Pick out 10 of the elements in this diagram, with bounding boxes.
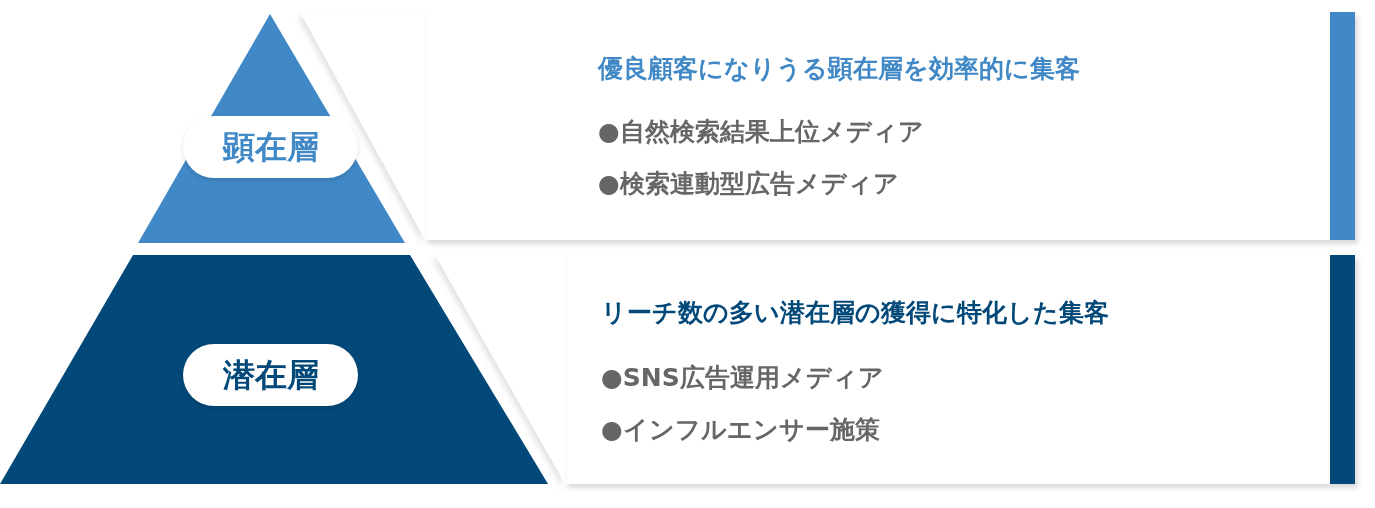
info-card xyxy=(425,12,1355,240)
bullet-item: ●検索連動型広告メディア xyxy=(598,168,899,200)
bullet-item: ●インフルエンサー施策 xyxy=(601,414,880,446)
bullet-item: ●自然検索結果上位メディア xyxy=(598,116,924,148)
tier-label: 顕在層 xyxy=(183,116,358,178)
tier-label: 潜在層 xyxy=(183,344,358,406)
bullet-item: ●SNS広告運用メディア xyxy=(601,362,884,394)
card-heading: 優良顧客になりうる顕在層を効率的に集客 xyxy=(598,53,1080,85)
info-card xyxy=(565,255,1355,484)
card-heading: リーチ数の多い潜在層の獲得に特化した集客 xyxy=(601,297,1109,329)
